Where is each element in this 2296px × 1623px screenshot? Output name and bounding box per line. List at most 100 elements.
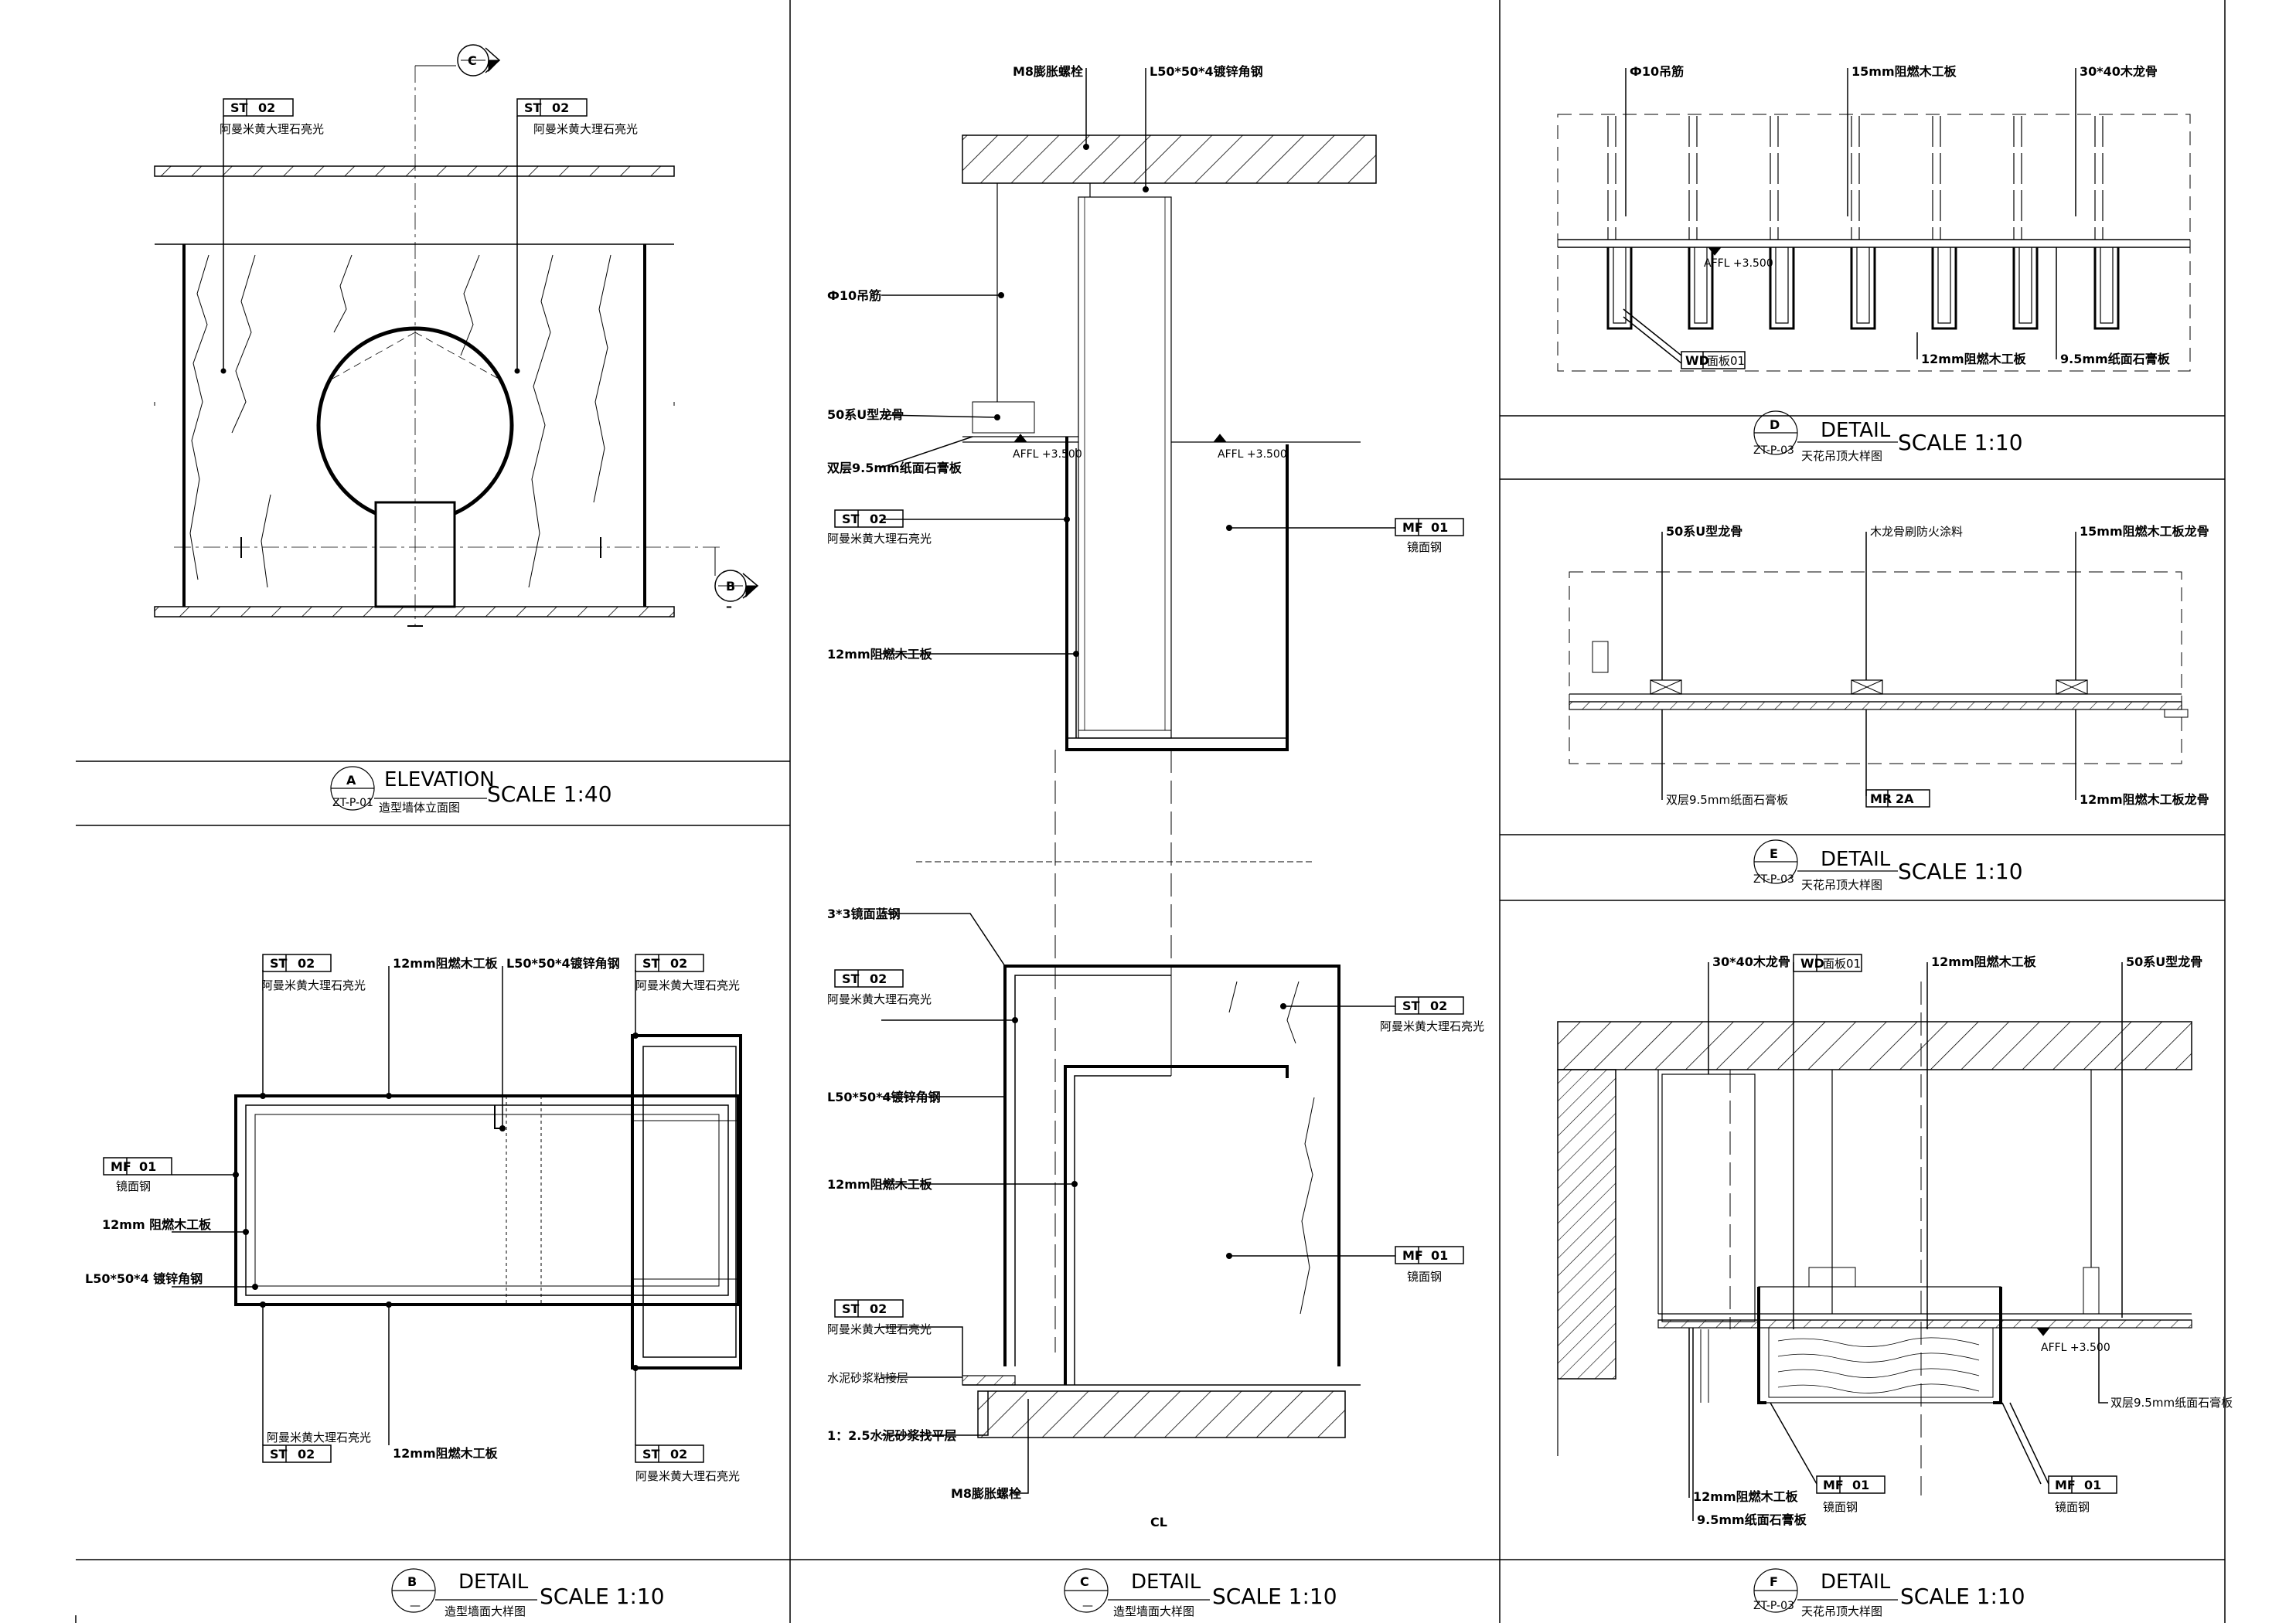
title-d-scale: SCALE 1:10 xyxy=(1898,430,2023,455)
title-a-letter: A xyxy=(346,773,356,788)
tag-wd-d: WD xyxy=(1685,353,1709,368)
panel-f-detail xyxy=(1557,954,2192,1521)
label-f-12mm: 12mm阻燃木工板 xyxy=(1931,954,2037,969)
title-b-scale: SCALE 1:10 xyxy=(540,1584,665,1609)
tag-code-f-wd: 面板01 xyxy=(1823,957,1861,971)
label-c-affl1: AFFL +3.500 xyxy=(1013,448,1082,461)
tag-code-c2: 02 xyxy=(870,971,887,986)
label-c-m8b: M8膨胀螺栓 xyxy=(951,1486,1022,1501)
tag-st-b4: ST xyxy=(642,1447,660,1461)
label-c-cl: CL xyxy=(1150,1515,1167,1529)
title-circles xyxy=(330,766,1898,1613)
tag-mf-b: MF xyxy=(111,1159,131,1174)
tag-st-c4: ST xyxy=(842,1301,860,1316)
title-f-scale: SCALE 1:10 xyxy=(1900,1584,2025,1609)
label-d-affl: AFFL +3.500 xyxy=(1704,257,1773,270)
title-c-title: DETAIL xyxy=(1131,1570,1201,1594)
label-f-gyp: 双层9.5mm纸面石膏板 xyxy=(2110,1396,2233,1410)
label-c-12mm: 12mm阻燃木工板 xyxy=(827,647,933,662)
tag-code-c4: 02 xyxy=(870,1301,887,1316)
label-d-rod: Ф10吊筋 xyxy=(1630,64,1684,79)
title-e-scale: SCALE 1:10 xyxy=(1898,859,2023,884)
tag-st-b2: ST xyxy=(642,956,660,971)
title-c-scale: SCALE 1:10 xyxy=(1212,1584,1337,1609)
tag-code-e-mr: 2A xyxy=(1896,791,1914,806)
title-f-subtitle: 天花吊顶大样图 xyxy=(1801,1604,1882,1618)
tag-code-b-mf: 01 xyxy=(139,1159,156,1174)
label-marble-a1: 阿曼米黄大理石亮光 xyxy=(220,122,324,136)
label-d-15mm: 15mm阻燃木工板 xyxy=(1851,64,1957,79)
title-c-subtitle: 造型墙面大样图 xyxy=(1113,1604,1194,1618)
title-b-ref: — xyxy=(410,1600,421,1612)
label-b-angle-left: L50*50*4 镀锌角钢 xyxy=(85,1271,203,1286)
panel-c-detail xyxy=(834,68,1464,1494)
label-f-95: 9.5mm纸面石膏板 xyxy=(1697,1512,1807,1527)
marker-c: C xyxy=(468,53,477,68)
label-e-gyp: 双层9.5mm纸面石膏板 xyxy=(1666,793,1788,807)
label-e-fire: 木龙骨刷防火涂料 xyxy=(1870,525,1963,539)
title-f-letter: F xyxy=(1770,1574,1778,1589)
label-c-st2r: 阿曼米黄大理石亮光 xyxy=(1380,1019,1484,1033)
tag-st-c2: ST xyxy=(842,971,860,986)
title-d-ref: ZT-P-03 xyxy=(1753,444,1794,457)
tag-st-a2: ST xyxy=(524,100,542,115)
label-c-angle2: L50*50*4镀锌角钢 xyxy=(827,1090,941,1104)
title-e-letter: E xyxy=(1770,846,1778,861)
marker-b-dash: – xyxy=(726,599,732,614)
label-c-rod: Ф10吊筋 xyxy=(827,288,881,303)
label-b-st-tl: 阿曼米黄大理石亮光 xyxy=(261,978,366,992)
tag-code-b4: 02 xyxy=(670,1447,687,1461)
tag-st-c1: ST xyxy=(842,512,860,526)
tag-code-c-mf1: 01 xyxy=(1431,520,1448,535)
tag-wd-f: WD xyxy=(1800,956,1824,971)
marker-b: B xyxy=(726,579,735,594)
label-b-st-bl: 阿曼米黄大理石亮光 xyxy=(267,1431,371,1444)
title-a-scale: SCALE 1:40 xyxy=(487,781,612,807)
label-c-affl2: AFFL +3.500 xyxy=(1218,448,1287,461)
title-d-subtitle: 天花吊顶大样图 xyxy=(1801,449,1882,463)
panel-e-detail xyxy=(1569,532,2189,884)
title-a-ref: ZT-P-01 xyxy=(332,797,373,809)
label-b-angle-top: L50*50*4镀锌角钢 xyxy=(506,956,620,971)
label-f-12b: 12mm阻燃木工板 xyxy=(1693,1489,1799,1504)
tag-mf-c2: MF xyxy=(1402,1248,1423,1263)
tag-code-c3: 02 xyxy=(1430,999,1447,1013)
label-b-st-br: 阿曼米黄大理石亮光 xyxy=(635,1469,740,1483)
tag-st-b3: ST xyxy=(270,1447,288,1461)
label-c-12mm2: 12mm阻燃木工板 xyxy=(827,1177,933,1192)
label-d-95: 9.5mm纸面石膏板 xyxy=(2060,352,2171,366)
label-c-gyp: 双层9.5mm纸面石膏板 xyxy=(827,461,962,475)
label-d-3040: 30*40木龙骨 xyxy=(2080,64,2158,79)
title-f-title: DETAIL xyxy=(1821,1570,1891,1594)
label-c-mortar: 水泥砂浆粘接层 xyxy=(827,1371,908,1385)
title-d-letter: D xyxy=(1770,417,1780,432)
label-f-affl: AFFL +3.500 xyxy=(2041,1342,2110,1354)
tag-code-b2: 02 xyxy=(670,956,687,971)
tag-code-b3: 02 xyxy=(298,1447,315,1461)
label-e-15: 15mm阻燃木工板龙骨 xyxy=(2080,524,2209,539)
label-f-3040: 30*40木龙骨 xyxy=(1712,954,1790,969)
tag-code-a2: 02 xyxy=(552,100,569,115)
label-b-12mm-left: 12mm 阻燃木工板 xyxy=(102,1217,212,1232)
sheet-frame xyxy=(75,0,2226,1623)
tag-mf-c1: MF xyxy=(1402,520,1423,535)
title-b-subtitle: 造型墙面大样图 xyxy=(445,1604,526,1618)
title-b-title: DETAIL xyxy=(458,1570,529,1594)
label-c-screed: 1：2.5水泥砂浆找平层 xyxy=(827,1428,956,1443)
title-e-subtitle: 天花吊顶大样图 xyxy=(1801,878,1882,892)
label-c-angle-top: L50*50*4镀锌角钢 xyxy=(1150,64,1263,79)
label-c-st2: 阿曼米黄大理石亮光 xyxy=(827,992,932,1006)
title-c-ref: — xyxy=(1082,1600,1093,1612)
tag-mf-f1: MF xyxy=(1823,1478,1844,1492)
tag-mr-e: MR xyxy=(1870,791,1892,806)
title-a-subtitle: 造型墙体立面图 xyxy=(379,801,460,815)
title-d-title: DETAIL xyxy=(1821,419,1891,442)
panel-d-detail xyxy=(1557,68,2191,455)
tag-st-a1: ST xyxy=(230,100,248,115)
label-e-12: 12mm阻燃木工板龙骨 xyxy=(2080,792,2209,807)
label-c-u: 50系U型龙骨 xyxy=(827,407,904,422)
panel-a-elevation xyxy=(154,44,759,627)
label-c-mf2: 镜面钢 xyxy=(1407,1270,1442,1284)
label-c-st1: 阿曼米黄大理石亮光 xyxy=(827,532,932,546)
